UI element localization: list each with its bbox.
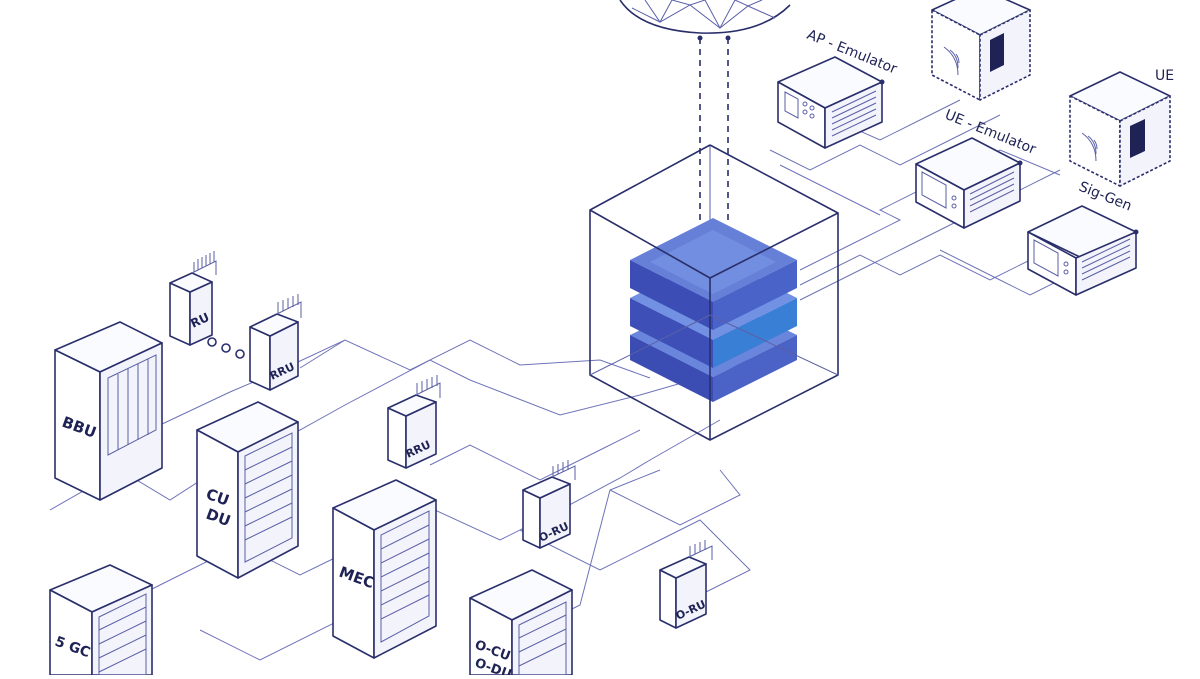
ue-device-cube-2: UE: [1069, 68, 1174, 187]
bbu-cabinet: BBU: [54, 321, 163, 501]
server-stack-icon: [630, 218, 797, 402]
oru-unit-1: O-RU: [522, 460, 576, 549]
oru-unit-2: O-RU: [659, 540, 713, 629]
cloud-mesh: [619, 0, 791, 225]
ru-radio-unit: RU: [169, 251, 217, 346]
ue-device-cube-1: [931, 0, 1031, 101]
5gc-cabinet: 5 GC: [49, 564, 153, 676]
ue-emulator-device: UE - Emulator: [915, 107, 1038, 229]
ocu-odu-cabinet: O-CU O-DU: [469, 569, 573, 679]
mec-cabinet: MEC: [332, 479, 437, 659]
wifi-signal-icon: [943, 46, 960, 76]
wifi-signal-icon-2: [1081, 132, 1098, 162]
central-cloud-core: [589, 144, 839, 441]
ue-label: UE: [1155, 68, 1174, 84]
ellipsis-dots: [207, 337, 245, 359]
rru-unit-1: RRU: [249, 294, 302, 391]
ap-emulator-device: AP - Emulator: [777, 27, 899, 149]
sig-gen-device: Sig-Gen: [1027, 179, 1139, 296]
rru-unit-2: RRU: [387, 375, 441, 469]
cu-du-cabinet: CU DU: [196, 401, 299, 579]
